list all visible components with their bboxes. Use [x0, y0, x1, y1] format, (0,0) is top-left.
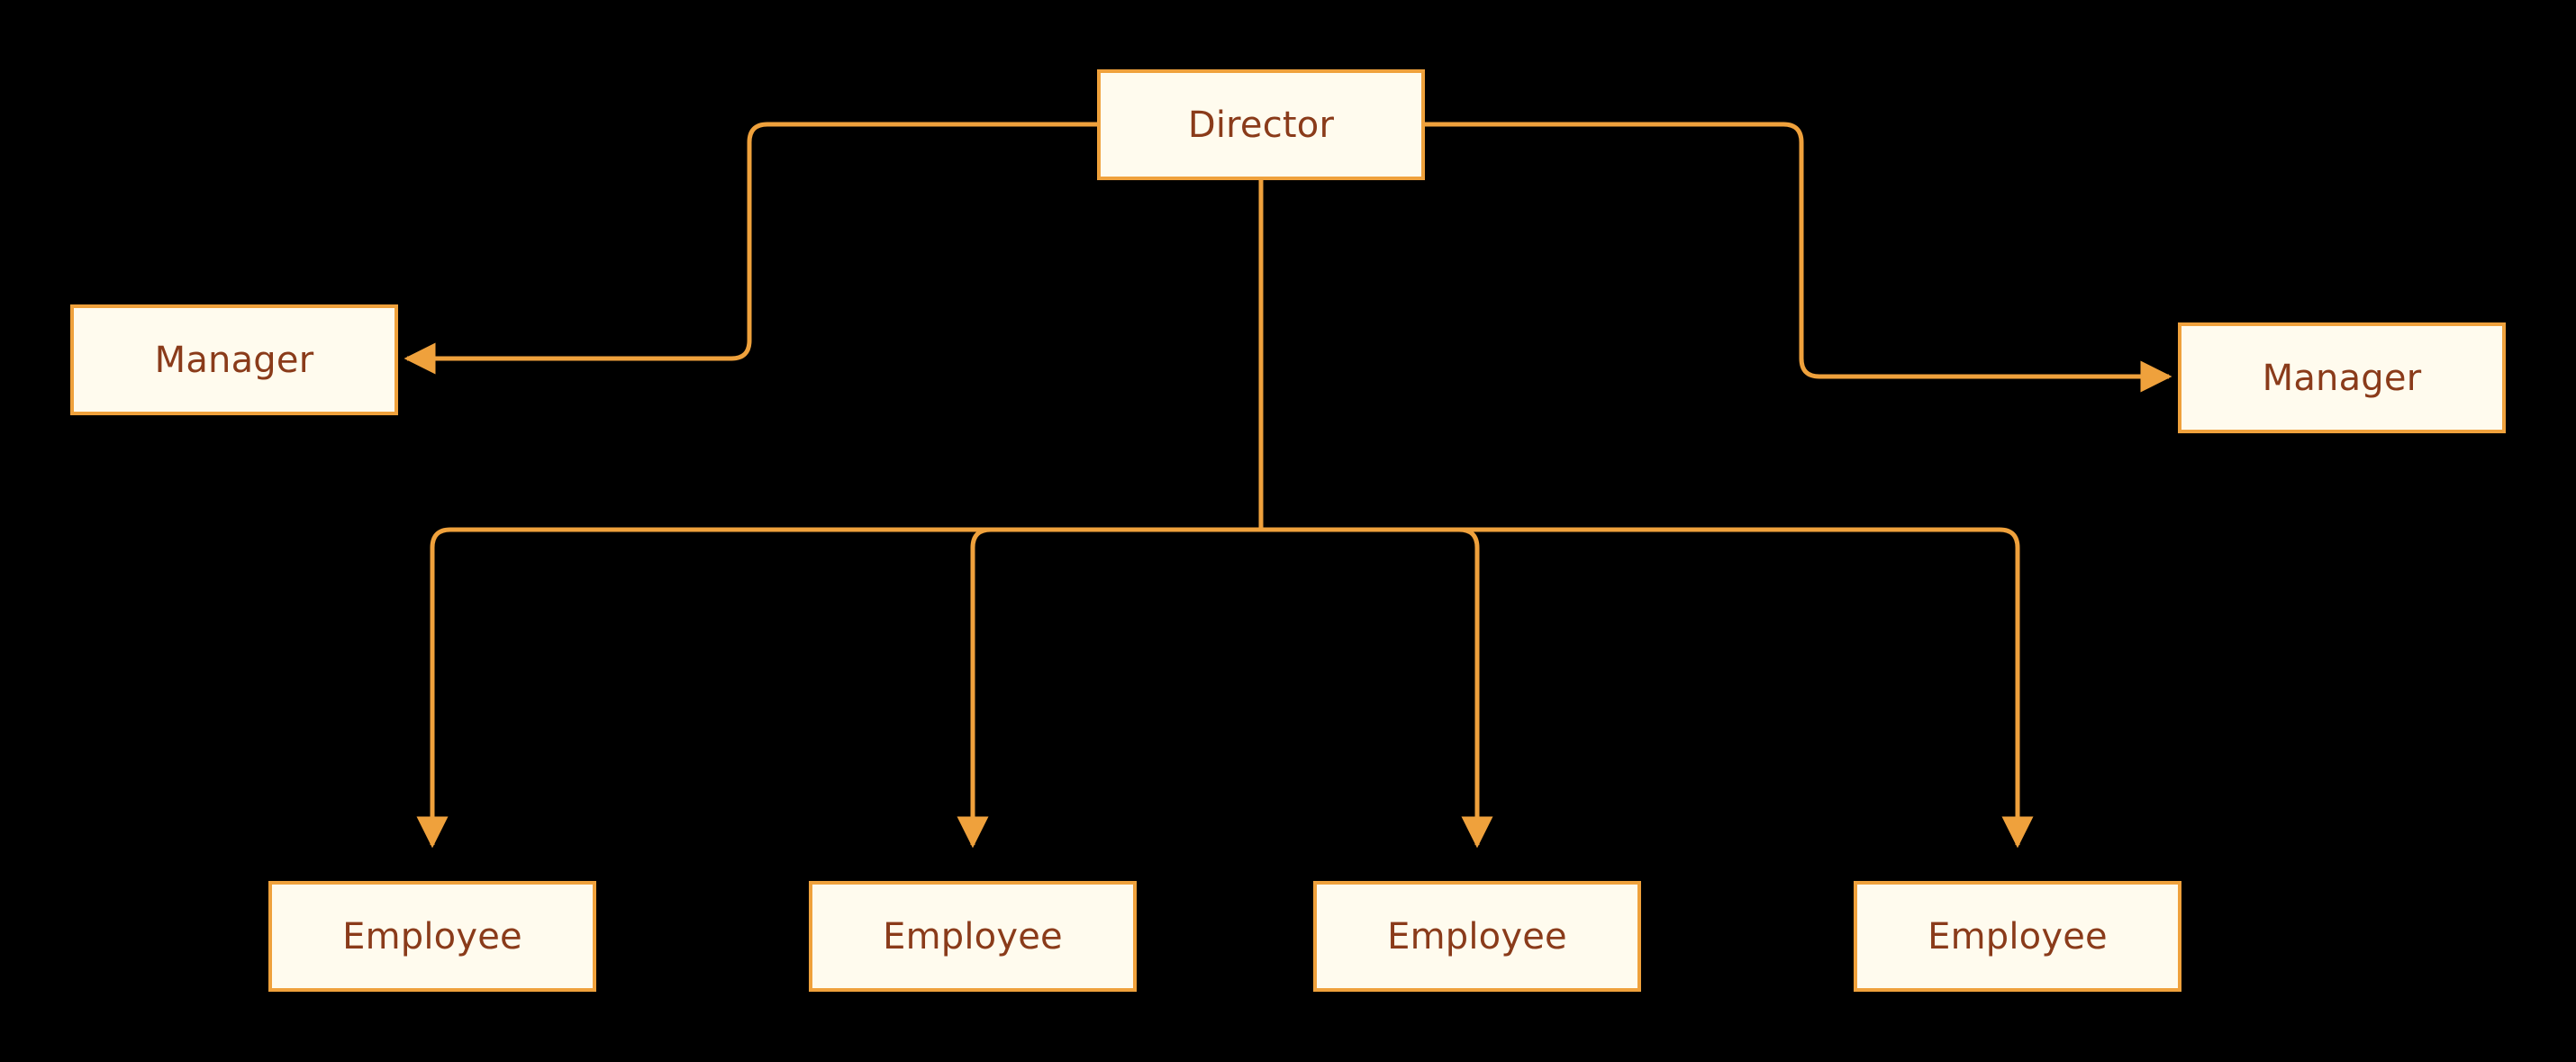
- node-manager-right[interactable]: Manager: [2178, 322, 2506, 433]
- node-employee-2-label: Employee: [883, 915, 1063, 958]
- node-employee-3[interactable]: Employee: [1313, 881, 1641, 992]
- node-manager-left[interactable]: Manager: [70, 304, 398, 415]
- edge-bus-branch-employee-2: [957, 527, 1261, 849]
- node-director[interactable]: Director: [1097, 69, 1425, 180]
- node-manager-right-label: Manager: [2262, 357, 2422, 399]
- edge-director-to-manager-left: [404, 122, 1097, 375]
- edge-employee-bus-left: [416, 527, 1261, 849]
- edge-bus-branch-employee-4: [1261, 527, 2034, 849]
- edge-director-to-manager-right: [1425, 122, 2172, 393]
- node-employee-4-label: Employee: [1927, 915, 2108, 958]
- edge-bus-branch-employee-3: [1261, 527, 1493, 849]
- node-director-label: Director: [1187, 104, 1335, 146]
- node-employee-3-label: Employee: [1387, 915, 1567, 958]
- node-employee-1-label: Employee: [342, 915, 522, 958]
- node-employee-4[interactable]: Employee: [1854, 881, 2181, 992]
- node-employee-2[interactable]: Employee: [809, 881, 1137, 992]
- node-manager-left-label: Manager: [154, 339, 314, 381]
- node-employee-1[interactable]: Employee: [268, 881, 596, 992]
